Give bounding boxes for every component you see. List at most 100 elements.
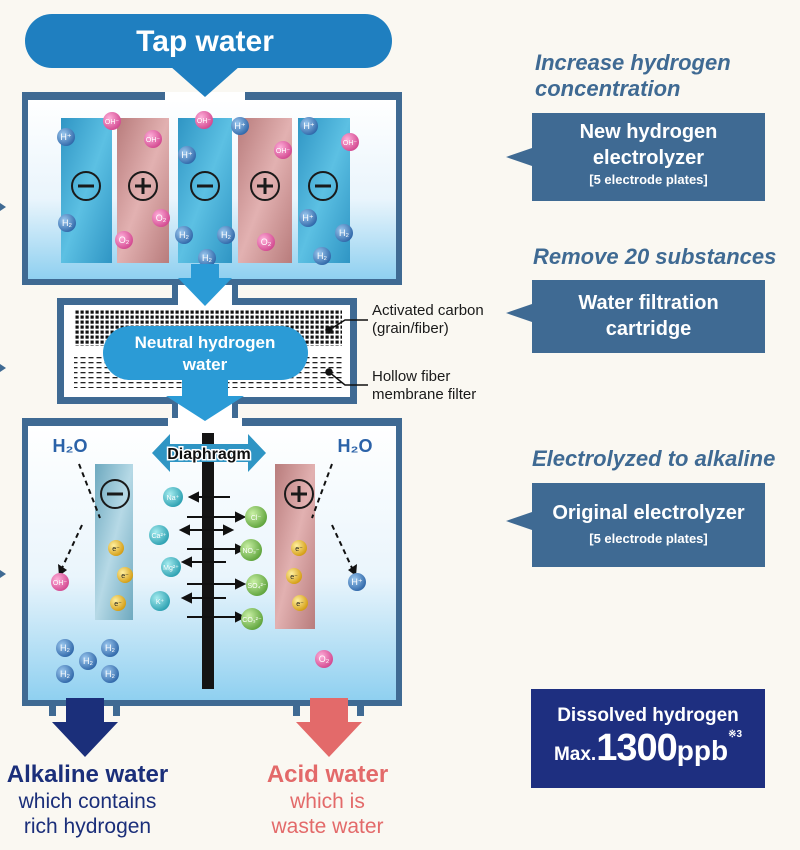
ion-h-plus: H⁺	[178, 146, 196, 164]
ion-oh-minus: OH⁻	[144, 130, 162, 148]
svg-text:NO₃⁻: NO₃⁻	[242, 548, 259, 555]
svg-text:H₂: H₂	[221, 230, 231, 240]
ion-h-plus: H⁺	[57, 128, 75, 146]
panel3-sub: [5 electrode plates]	[589, 531, 708, 546]
heading-remove-line: Remove 20 substances	[533, 244, 777, 269]
ion-h2: H₂	[56, 639, 74, 657]
svg-text:water: water	[182, 355, 228, 374]
ion-so4: SO₄²⁻	[246, 574, 268, 596]
bottom-electrolyzer: H₂O H₂O Diaphragm OH⁻ H⁺ e⁻ e⁻ e⁻ e⁻ e⁻ …	[22, 418, 402, 706]
alkaline-sub-line1: which contains	[18, 790, 157, 813]
svg-text:Tap water: Tap water	[136, 25, 274, 58]
electrolysis-diagram: H⁺ OH⁻ OH⁻ OH⁻ H⁺ H⁺ OH⁻ H⁺ OH⁻ H₂ O₂ O₂…	[22, 14, 402, 757]
svg-text:H⁺: H⁺	[351, 577, 362, 587]
panel-new-hydrogen-electrolyzer: New hydrogen electrolyzer [5 electrode p…	[532, 113, 765, 201]
acid-sub-line2: waste water	[271, 815, 384, 838]
ion-h-plus: H⁺	[231, 117, 249, 135]
ion-h2: H₂	[79, 652, 97, 670]
svg-text:e⁻: e⁻	[121, 573, 129, 580]
ion-ca: Ca²⁺	[149, 525, 169, 545]
heading-increase-hydrogen: Increase hydrogen concentration	[535, 50, 800, 102]
hollow-fiber-line2: membrane filter	[372, 386, 477, 403]
electron: e⁻	[291, 540, 307, 556]
hollow-fiber-label: Hollow fiber membrane filter	[372, 368, 476, 404]
ion-h2: H₂	[198, 249, 216, 267]
dissolved-hydrogen-label: Dissolved hydrogen	[557, 705, 739, 726]
left-edge-marker	[0, 364, 6, 372]
diaphragm-label-arrow: Diaphragm	[152, 434, 266, 472]
ion-h-plus: H⁺	[348, 573, 366, 591]
svg-text:H₂: H₂	[339, 228, 349, 238]
ion-o2: O₂	[257, 233, 275, 251]
svg-text:H₂: H₂	[60, 669, 70, 679]
panel-pointer	[506, 512, 532, 530]
svg-text:OH⁻: OH⁻	[276, 148, 291, 155]
ion-oh-minus: OH⁻	[103, 112, 121, 130]
plus-sign	[128, 171, 158, 201]
electron: e⁻	[110, 595, 126, 611]
activated-carbon-line2: (grain/fiber)	[372, 320, 449, 337]
acid-water-title: Acid water	[266, 761, 389, 788]
ion-h2: H₂	[58, 214, 76, 232]
ion-oh-minus: OH⁻	[274, 141, 292, 159]
ion-h2: H₂	[101, 639, 119, 657]
panel-water-filtration-cartridge: Water filtration cartridge	[532, 280, 765, 353]
svg-text:O₂: O₂	[319, 654, 330, 664]
electron: e⁻	[117, 567, 133, 583]
neutral-water-bubble: Neutral hydrogen water	[103, 326, 308, 421]
svg-text:CO₃²⁻: CO₃²⁻	[242, 617, 262, 624]
svg-text:O₂: O₂	[119, 235, 130, 245]
ion-migration-arrows	[178, 491, 247, 623]
heading-increase-line1: Increase hydrogen	[535, 50, 731, 75]
alkaline-water-title: Alkaline water	[6, 761, 169, 788]
svg-text:Mg²⁺: Mg²⁺	[163, 565, 179, 572]
heading-electrolyzed-alkaline: Electrolyzed to alkaline	[532, 446, 800, 472]
ion-h2: H₂	[217, 226, 235, 244]
ion-k: K⁺	[150, 591, 170, 611]
panel-pointer	[506, 304, 532, 322]
h2o-left-label: H₂O	[53, 436, 88, 456]
svg-text:H₂: H₂	[105, 669, 115, 679]
ion-mg: Mg²⁺	[161, 557, 181, 577]
top-electrolyzer: H⁺ OH⁻ OH⁻ OH⁻ H⁺ H⁺ OH⁻ H⁺ OH⁻ H₂ O₂ O₂…	[22, 92, 402, 285]
hollow-fiber-line1: Hollow fiber	[372, 368, 451, 385]
svg-text:Cl⁻: Cl⁻	[251, 515, 262, 522]
dissolved-footnote: ※3	[728, 729, 743, 740]
left-edge-marker	[0, 203, 6, 211]
svg-text:e⁻: e⁻	[114, 601, 122, 608]
panel1-sub: [5 electrode plates]	[589, 172, 708, 187]
filter-leader-lines	[325, 319, 368, 386]
electron: e⁻	[108, 540, 124, 556]
acid-water-subtitle: which is waste water	[250, 789, 405, 839]
svg-text:e⁻: e⁻	[290, 574, 298, 581]
svg-text:H₂: H₂	[317, 251, 327, 261]
svg-text:Diaphragm: Diaphragm	[167, 446, 251, 463]
tap-water-banner: Tap water	[25, 14, 392, 97]
dissolved-value: 1300	[596, 727, 678, 769]
ion-h2: H₂	[175, 226, 193, 244]
minus-sign	[100, 479, 130, 509]
svg-text:H₂: H₂	[83, 656, 93, 666]
svg-text:H⁺: H⁺	[234, 121, 245, 131]
minus-sign	[190, 171, 220, 201]
svg-text:e⁻: e⁻	[112, 546, 120, 553]
left-edge-marker	[0, 570, 6, 578]
svg-text:Neutral hydrogen: Neutral hydrogen	[135, 333, 276, 352]
svg-text:H₂: H₂	[179, 230, 189, 240]
dissolved-unit: ppb	[676, 735, 729, 766]
svg-text:H⁺: H⁺	[302, 213, 313, 223]
plus-sign	[250, 171, 280, 201]
ion-h-plus: H⁺	[300, 117, 318, 135]
svg-text:H⁺: H⁺	[303, 121, 314, 131]
svg-text:OH⁻: OH⁻	[105, 119, 120, 126]
activated-carbon-label: Activated carbon (grain/fiber)	[372, 302, 484, 338]
panel1-line2: electrolyzer	[592, 147, 705, 169]
heading-electrolyzed-line: Electrolyzed to alkaline	[532, 446, 776, 471]
alkaline-sub-line2: rich hydrogen	[23, 815, 152, 838]
ion-oh-minus: OH⁻	[51, 573, 69, 591]
minus-sign	[308, 171, 338, 201]
acid-sub-line1: which is	[290, 790, 365, 813]
svg-text:H₂: H₂	[60, 643, 70, 653]
panel2-line1: Water filtration	[578, 292, 719, 314]
panel3-line1: Original electrolyzer	[552, 502, 745, 524]
